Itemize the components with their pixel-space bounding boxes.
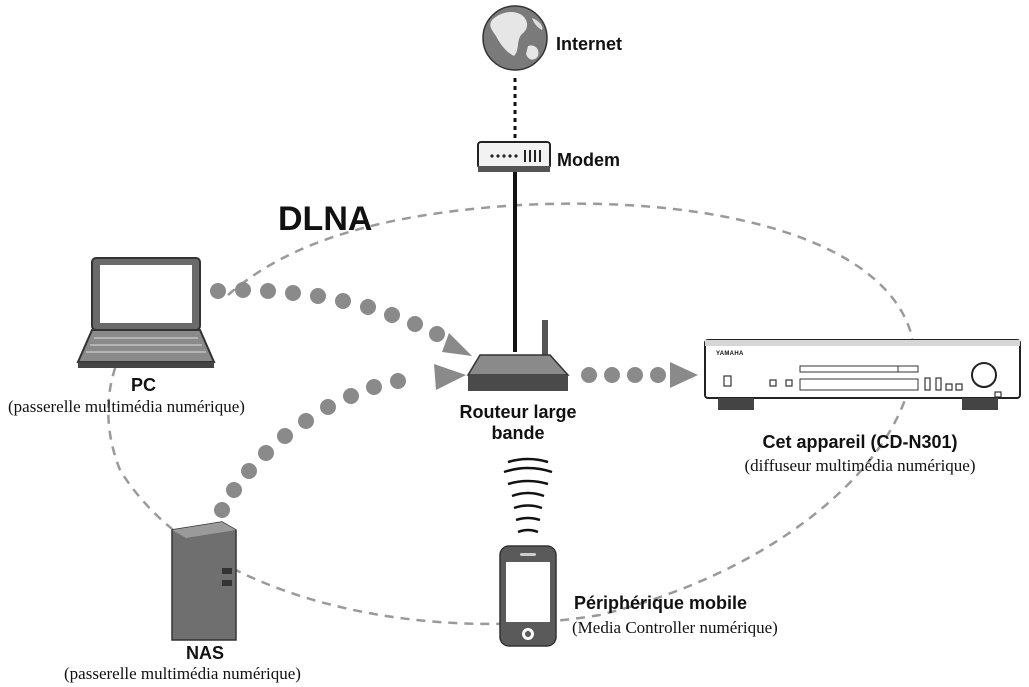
nas-role: (passerelle multimédia numérique) <box>64 664 301 683</box>
router-icon <box>466 320 570 391</box>
modem-label: Modem <box>557 150 620 170</box>
nas-label: NAS <box>186 643 225 663</box>
internet-label: Internet <box>556 34 623 54</box>
nas-icon <box>171 521 237 641</box>
pc-to-router-flow <box>210 282 445 342</box>
yamaha-logo: YAMAHA <box>716 351 744 357</box>
wireless-signal-icon <box>503 457 553 534</box>
player-role: (diffuseur multimédia numérique) <box>744 456 976 475</box>
player-label: Cet appareil (CD-N301) <box>762 432 958 452</box>
nas-to-router-flow <box>214 373 406 518</box>
router-label: Routeur large bande <box>448 402 588 443</box>
router-to-player-arrowhead <box>670 362 698 388</box>
pc-role: (passerelle multimédia numérique) <box>8 397 245 416</box>
mobile-label: Périphérique mobile <box>574 593 748 613</box>
globe-icon <box>482 5 548 71</box>
pc-label: PC <box>131 375 157 395</box>
modem-icon <box>477 141 551 172</box>
nas-to-router-arrowhead <box>434 364 466 390</box>
router-label-line2: bande <box>491 422 545 443</box>
pc-to-router-arrowhead <box>442 333 472 356</box>
dlna-boundary-dashes <box>107 202 915 626</box>
smartphone-icon <box>499 545 557 647</box>
laptop-icon <box>76 257 216 368</box>
router-to-player-flow <box>581 367 666 383</box>
cd-player-icon <box>704 339 1021 410</box>
mobile-role: (Media Controller numérique) <box>572 618 778 637</box>
dlna-label: DLNA <box>278 200 373 238</box>
router-label-line1: Routeur large <box>459 402 577 422</box>
